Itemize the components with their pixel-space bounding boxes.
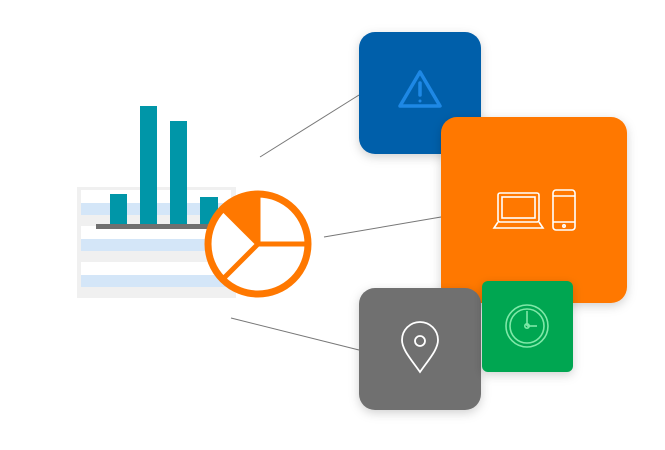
pie-chart-icon <box>204 190 312 298</box>
map-pin-icon <box>401 321 439 374</box>
clock-card[interactable] <box>482 281 573 372</box>
clock-icon <box>505 304 549 348</box>
bar <box>170 121 187 224</box>
bar-chart-icon <box>96 106 218 229</box>
connector-location <box>230 317 360 351</box>
connector-alert <box>259 94 360 158</box>
bar <box>140 106 157 224</box>
bar <box>110 194 127 224</box>
connector-devices <box>323 216 442 238</box>
location-card[interactable] <box>359 288 481 410</box>
devices-card[interactable] <box>441 117 627 303</box>
connectors <box>230 94 442 351</box>
laptop-phone-icon <box>492 189 576 231</box>
warning-triangle-icon <box>398 70 442 108</box>
baseline <box>96 224 214 229</box>
